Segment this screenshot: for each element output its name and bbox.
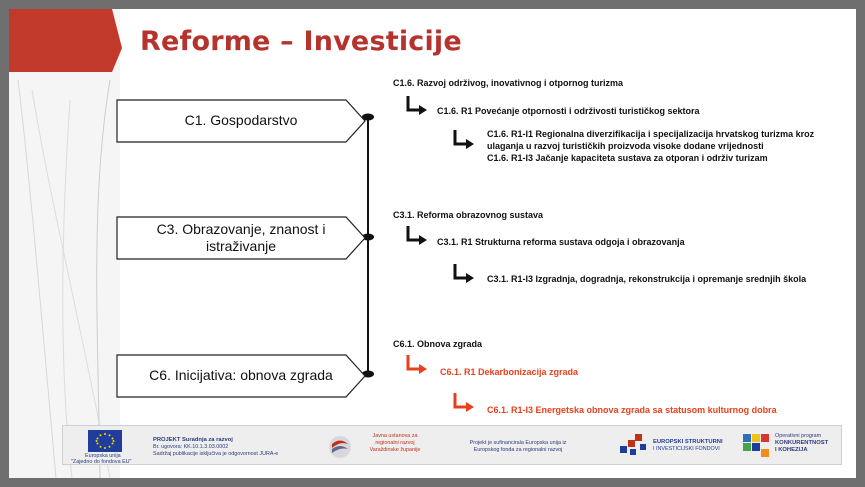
arrow-shape (116, 216, 366, 260)
project-contract: Br. ugovora: KK.10.1.3.03.0002 (153, 444, 229, 450)
c1-investment-1-line2: ulaganja u razvoj turističkih proizvoda … (487, 141, 764, 151)
footer-banner: Europska unija "Zajedno do fondova EU" P… (62, 425, 842, 465)
component-c3-label: C3. Obrazovanje, znanost i istraživanje (156, 220, 326, 255)
c1-heading: C1.6. Razvoj održivog, inovativnog i otp… (393, 78, 624, 88)
op-line1: Operativni program (775, 433, 822, 439)
slide-title: Reforme – Investicije (140, 26, 462, 57)
op-kk-logo-icon (743, 434, 769, 457)
project-disclaimer: Sadržaj publikacije isključiva je odgovo… (153, 451, 279, 457)
funding-line2: Europskog fonda za regionalni razvoj (473, 447, 563, 453)
c6-reform: C6.1. R1 Dekarbonizacija zgrada (440, 367, 579, 377)
eu-label-line2: "Zajedno do fondova EU" (71, 459, 132, 465)
component-c1-label: C1. Gospodarstvo (184, 112, 298, 129)
component-c1-box: C1. Gospodarstvo (116, 99, 366, 143)
elbow-arrow-icon (406, 226, 427, 245)
eu-label-line1: Europska unija (85, 453, 121, 459)
project-title: PROJEKT Suradnja za razvoj (153, 437, 233, 443)
elbow-arrow-icon (406, 96, 427, 115)
c6-investment-3: C6.1. R1-I3 Energetska obnova zgrada sa … (487, 405, 777, 415)
op-line2: KONKURENTNOST (775, 440, 829, 446)
agency-logo-icon (329, 436, 351, 458)
c1-reform: C1.6. R1 Povećanje otpornosti i održivos… (437, 106, 700, 116)
c3-investment-3: C3.1. R1-I3 Izgradnja, dogradnja, rekons… (487, 274, 807, 284)
agency-line2: regionalni razvoj (375, 440, 415, 446)
component-c6-label: C6. Inicijativa: obnova zgrada (149, 367, 333, 384)
elbow-arrow-icon (406, 355, 427, 374)
component-c3-box: C3. Obrazovanje, znanost i istraživanje (116, 216, 366, 260)
component-c6-box: C6. Inicijativa: obnova zgrada (116, 354, 366, 398)
esif-line1: EUROPSKI STRUKTURNI (653, 439, 723, 445)
agency-line1: Javna ustanova za (372, 433, 418, 439)
arrow-shape (116, 99, 366, 143)
c3-heading: C3.1. Reforma obrazovnog sustava (393, 210, 544, 220)
c3-reform: C3.1. R1 Strukturna reforma sustava odgo… (437, 237, 685, 247)
esif-logo-icon (620, 434, 646, 455)
c6-heading: C6.1. Obnova zgrada (393, 339, 483, 349)
op-line3: I KOHEZIJA (775, 447, 808, 453)
eu-flag-icon (88, 430, 122, 452)
arrow-shape (116, 354, 366, 398)
elbow-arrow-icon (453, 393, 474, 412)
c1-investment-1-line1: C1.6. R1-I1 Regionalna diverzifikacija i… (487, 129, 815, 139)
agency-line3: Varaždinske županije (369, 447, 421, 453)
c1-investment-3: C1.6. R1-I3 Jačanje kapaciteta sustava z… (487, 153, 768, 163)
funding-line1: Projekt je sufinancirala Europska unija … (469, 440, 567, 446)
elbow-arrow-icon (453, 130, 474, 149)
timeline-connector (362, 113, 374, 378)
elbow-arrow-icon (453, 264, 474, 283)
esif-line2: I INVESTICIJSKI FONDOVI (653, 446, 720, 452)
